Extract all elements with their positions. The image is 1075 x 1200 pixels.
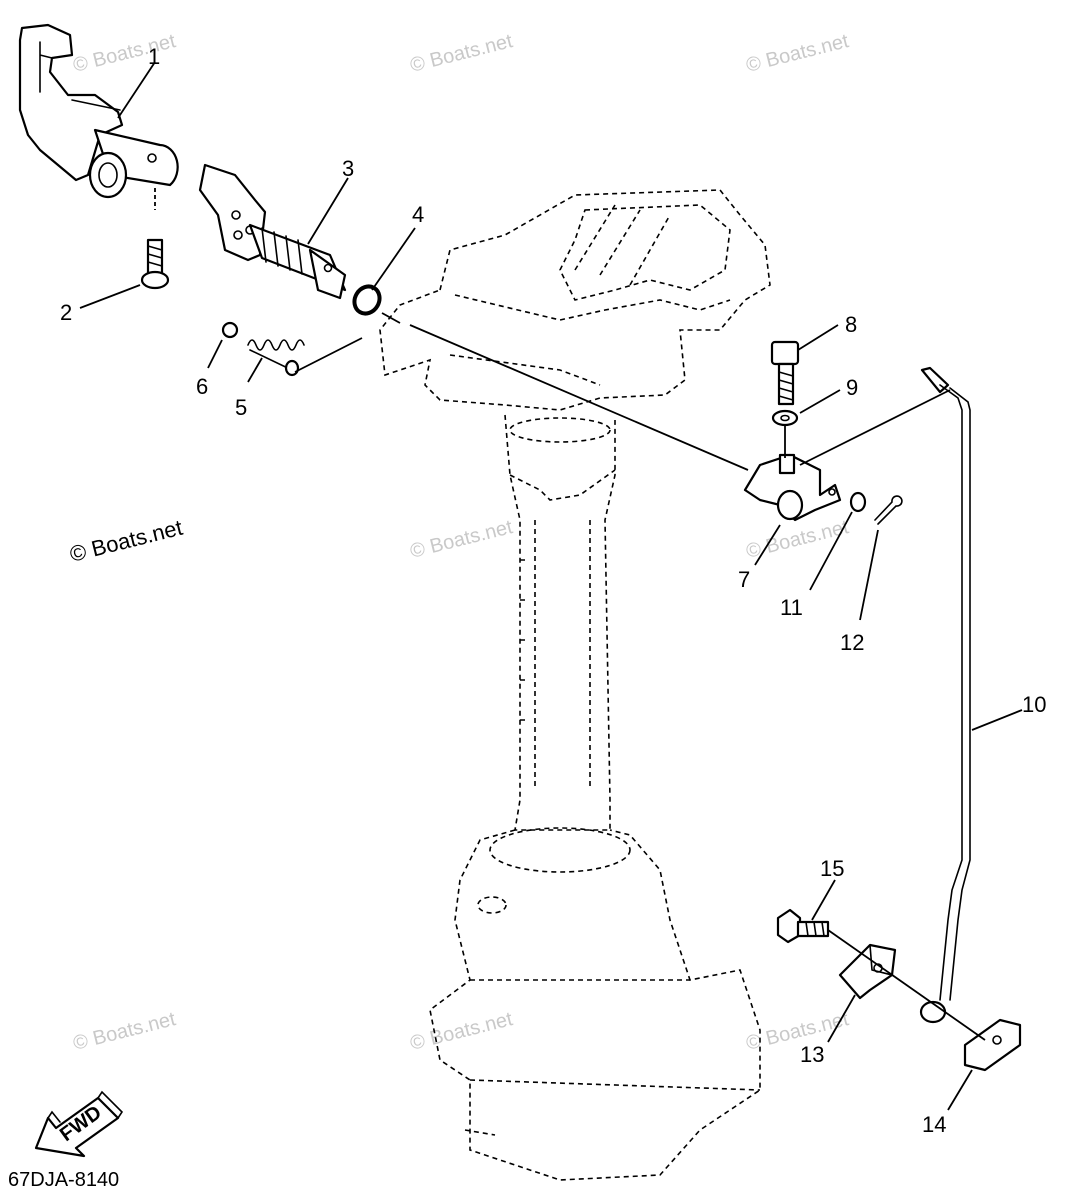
callout-12: 12 [840, 630, 864, 655]
part-8-bolt [770, 340, 800, 406]
callout-11: 11 [780, 595, 803, 620]
watermark-dark: © Boats.net [67, 515, 185, 567]
part-12-pin [874, 495, 903, 525]
watermark: © Boats.net [71, 30, 178, 77]
part-4-o-ring [352, 227, 416, 316]
callout-10: 10 [1022, 692, 1046, 717]
upper-casing [379, 189, 771, 1181]
part-10-rod [919, 366, 971, 1024]
callout-2: 2 [60, 300, 72, 325]
part-1-shift-lever [18, 23, 179, 199]
callout-3: 3 [342, 156, 354, 181]
watermark: © Boats.net [408, 1008, 515, 1055]
part-14-clamp [963, 1018, 1022, 1072]
callout-9: 9 [846, 375, 858, 400]
callout-7: 7 [738, 567, 750, 592]
watermark: © Boats.net [744, 30, 851, 77]
callout-4: 4 [412, 202, 424, 227]
part-15-bolt [776, 908, 830, 944]
part-11-washer [849, 491, 867, 513]
watermarks: © Boats.net © Boats.net © Boats.net © Bo… [67, 30, 851, 1055]
fwd-arrow: FWD [34, 1090, 124, 1158]
part-9-washer [771, 409, 799, 427]
part-6-ball [221, 321, 239, 339]
part-2-screw [140, 188, 170, 290]
callout-6: 6 [196, 374, 208, 399]
part-5-spring [247, 339, 305, 377]
part-3-shift-rod [198, 163, 347, 300]
callout-8: 8 [845, 312, 857, 337]
watermark: © Boats.net [408, 30, 515, 77]
callout-numbers: 1 2 3 4 5 6 7 8 9 10 11 12 13 14 15 [60, 44, 1046, 1137]
callout-14: 14 [922, 1112, 946, 1137]
watermark: © Boats.net [71, 1008, 178, 1055]
callout-5: 5 [235, 395, 247, 420]
callout-15: 15 [820, 856, 844, 881]
callout-1: 1 [148, 44, 160, 69]
part-7-bracket [743, 453, 842, 522]
leader-lines [79, 61, 1023, 1111]
drawing-code: 67DJA-8140 [8, 1169, 119, 1191]
watermark: © Boats.net [408, 516, 515, 563]
callout-13: 13 [800, 1042, 824, 1067]
